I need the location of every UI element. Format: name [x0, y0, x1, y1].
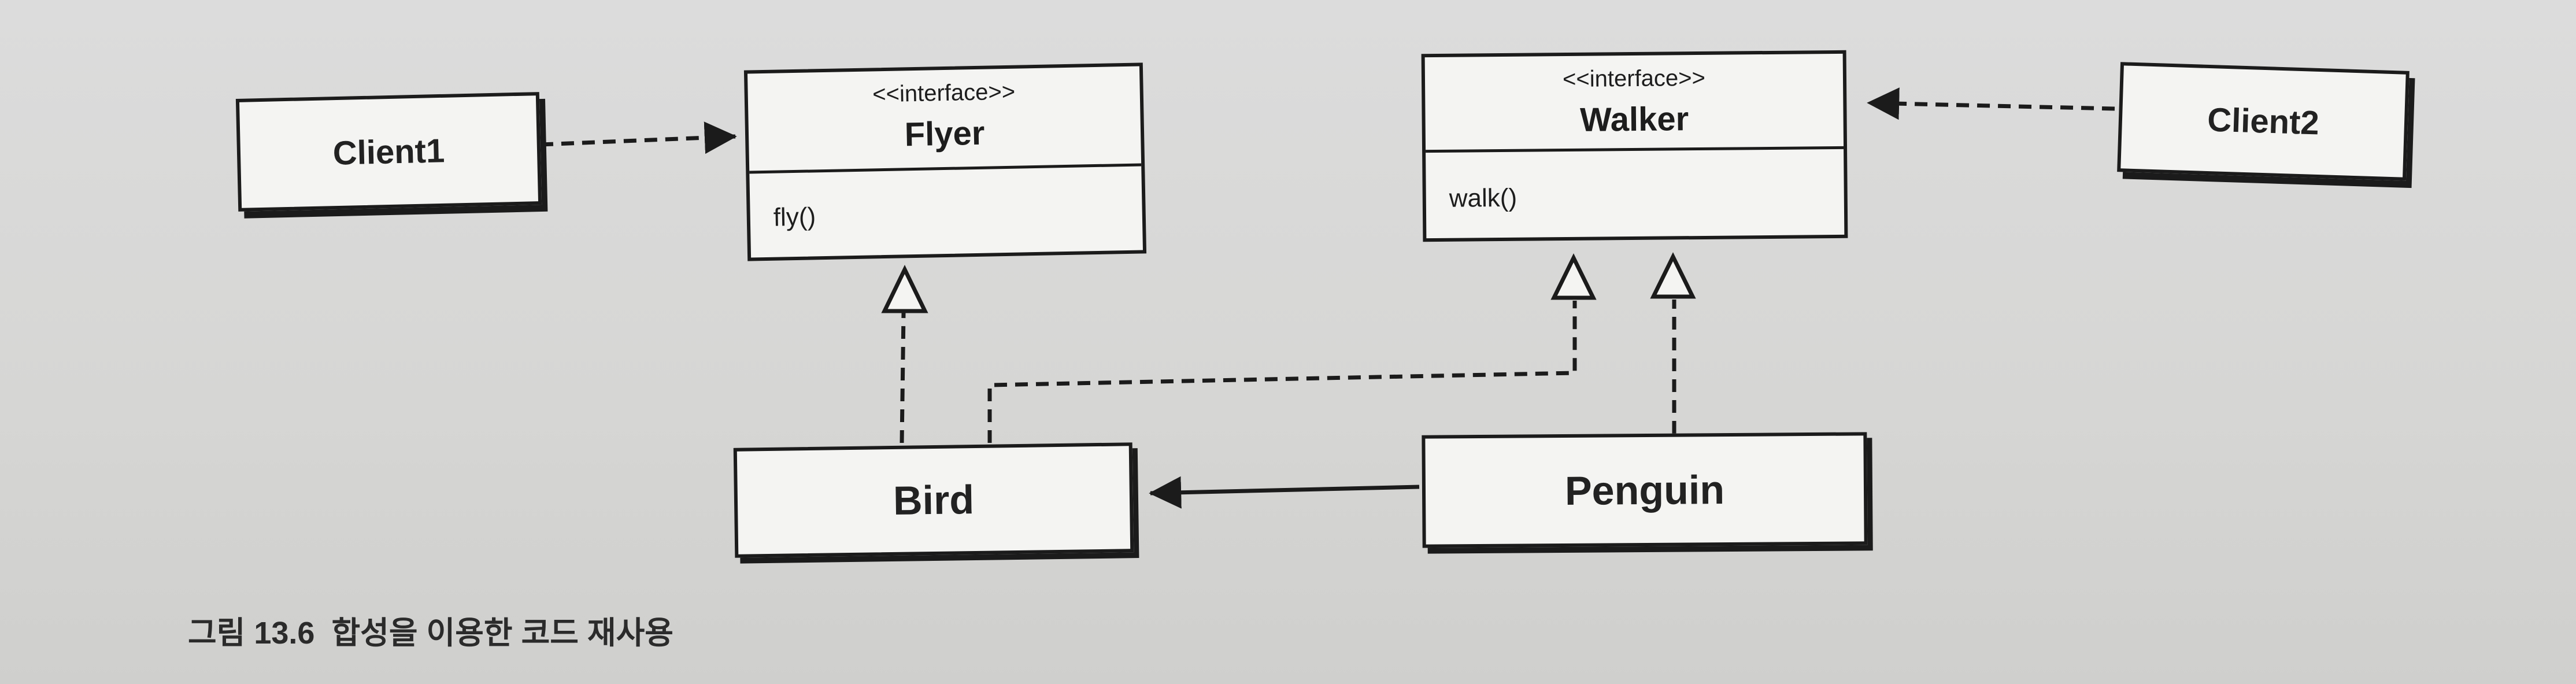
client2-box: Client2 — [2117, 62, 2410, 181]
caption-text: 합성을 이용한 코드 재사용 — [331, 616, 673, 650]
bird-class-box: Bird — [733, 442, 1134, 558]
walker-realization-triangle-right — [1650, 252, 1696, 299]
walker-realization-triangle-left — [1550, 253, 1597, 300]
client1-label: Client1 — [332, 131, 445, 172]
client2-label: Client2 — [2207, 101, 2320, 142]
client1-box: Client1 — [235, 92, 542, 212]
penguin-class-box: Penguin — [1422, 432, 1868, 548]
flyer-realization-triangle — [881, 264, 928, 313]
bird-label: Bird — [893, 477, 975, 523]
flyer-divider — [749, 163, 1142, 174]
penguin-bird-association — [1149, 476, 1420, 509]
client1-flyer-dependency — [540, 121, 737, 154]
flyer-operation: fly() — [773, 202, 816, 232]
client2-walker-dependency — [1867, 87, 2115, 120]
figure-caption: 그림 13.6 합성을 이용한 코드 재사용 — [188, 607, 673, 653]
walker-divider — [1426, 146, 1844, 153]
walker-stereotype: <<interface>> — [1562, 65, 1706, 93]
walker-name: Walker — [1579, 100, 1689, 139]
flyer-interface-box: <<interface>> Flyer fly() — [743, 62, 1147, 261]
walker-interface-box: <<interface>> Walker walk() — [1421, 50, 1848, 242]
bird-walker-realization — [987, 301, 1577, 443]
penguin-label: Penguin — [1564, 467, 1725, 513]
bird-flyer-realization — [900, 312, 906, 443]
flyer-stereotype: <<interface>> — [872, 79, 1016, 108]
flyer-name: Flyer — [904, 114, 985, 154]
caption-figure-number: 그림 13.6 — [188, 616, 315, 650]
walker-operation: walk() — [1449, 183, 1518, 213]
